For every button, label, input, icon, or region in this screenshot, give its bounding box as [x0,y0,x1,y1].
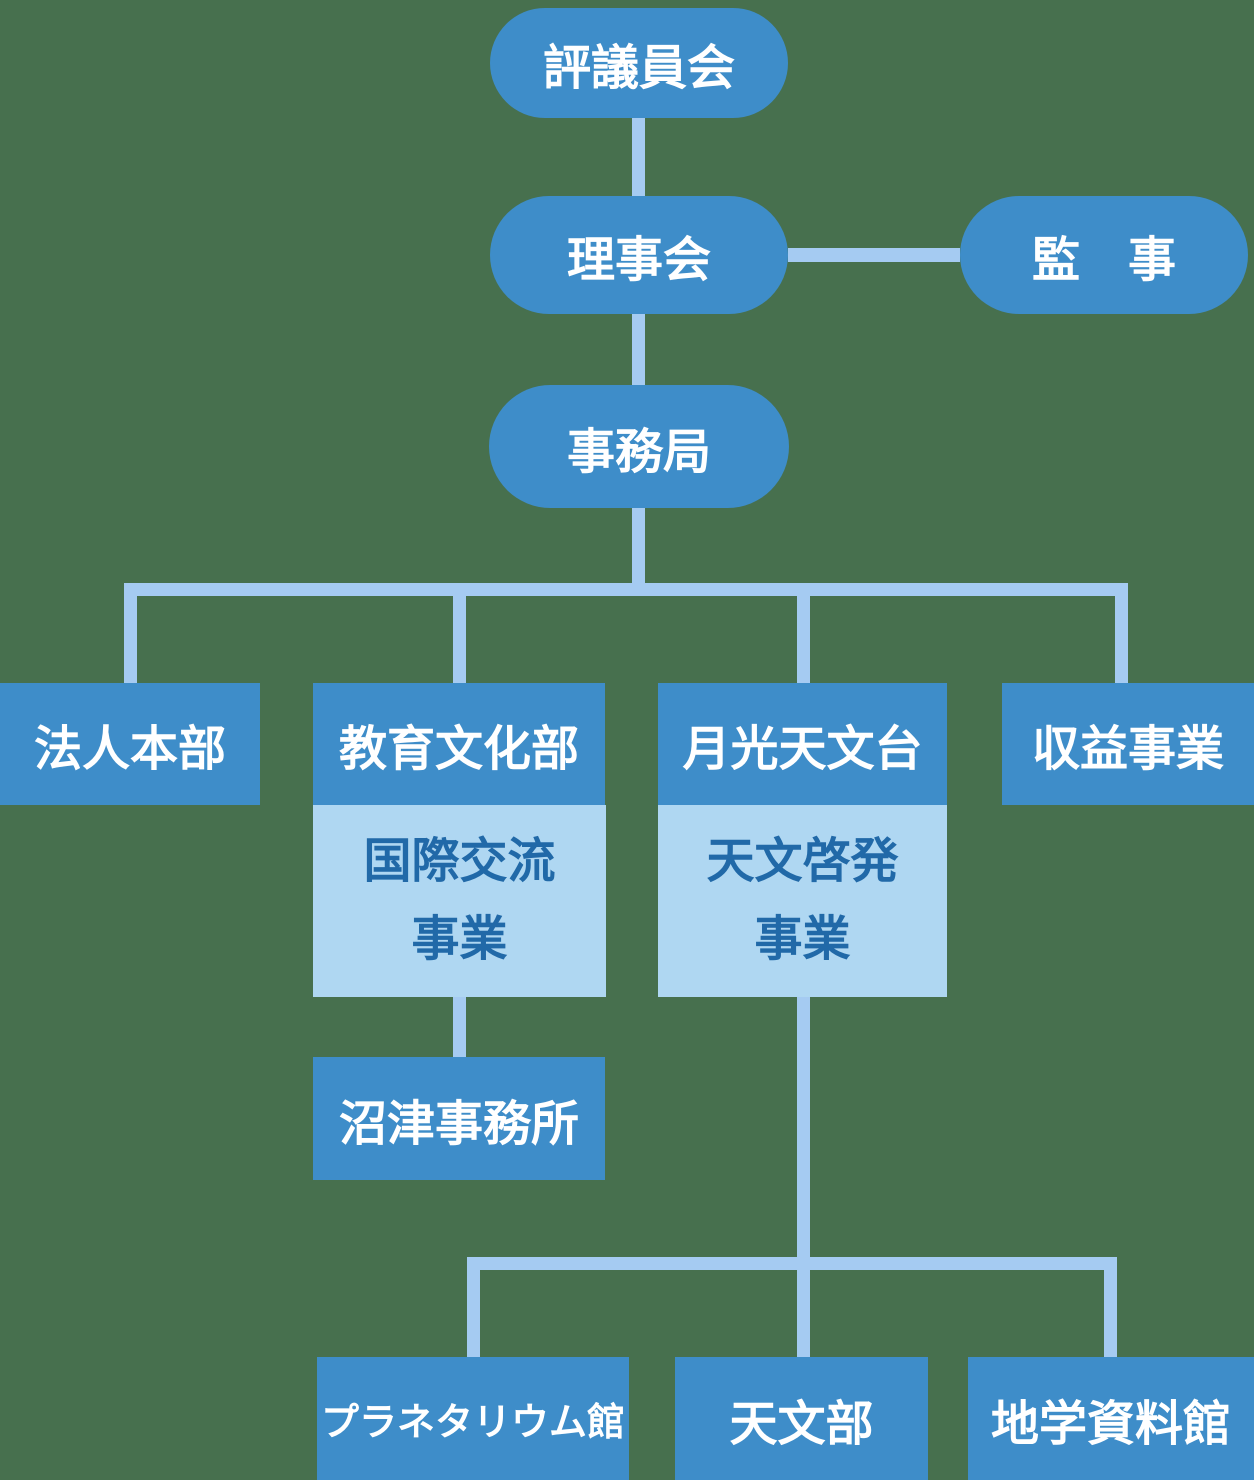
intl-exchange-line1: 国際交流 [363,835,556,888]
node-geoscience-museum: 地学資料館 [968,1357,1254,1480]
connector-departments-bar [124,583,1128,596]
connector-board-secretariat [632,314,645,385]
connector-drop-geoscience-museum [1104,1257,1117,1357]
node-gekko-observatory: 月光天文台 [658,683,947,805]
node-astronomy-dept: 天文部 [675,1357,928,1480]
node-corporate-headquarters: 法人本部 [0,683,260,805]
connector-secretariat-stem [632,508,645,585]
connector-drop-gekko-observatory [797,583,810,683]
connector-facilities-bar [467,1257,1117,1270]
intl-exchange-line2: 事業 [411,913,508,966]
node-council: 評議員会 [490,8,788,118]
connector-intl-exchange-numazu-office [453,997,466,1057]
connector-board-auditor [788,248,960,262]
connector-drop-corporate-hq [124,583,137,683]
node-board-of-directors: 理事会 [490,196,788,314]
connector-drop-profit-business [1115,583,1128,683]
astronomy-outreach-line1: 天文啓発 [706,835,899,888]
connector-drop-planetarium-hall [467,1257,480,1357]
node-numazu-office: 沼津事務所 [313,1057,605,1180]
node-secretariat: 事務局 [489,385,789,508]
node-international-exchange-program: 国際交流 事業 [313,805,606,997]
connector-drop-astronomy-dept [797,1257,810,1357]
node-education-culture-dept: 教育文化部 [313,683,605,805]
astronomy-outreach-line2: 事業 [754,913,851,966]
connector-astronomy-outreach-stem [797,997,810,1257]
node-profit-business: 収益事業 [1002,683,1254,805]
connector-council-board [632,118,645,196]
node-planetarium-hall: プラネタリウム館 [317,1357,629,1480]
node-auditor: 監 事 [960,196,1248,314]
node-astronomy-outreach-program: 天文啓発 事業 [658,805,947,997]
connector-drop-education-culture-dept [453,583,466,683]
